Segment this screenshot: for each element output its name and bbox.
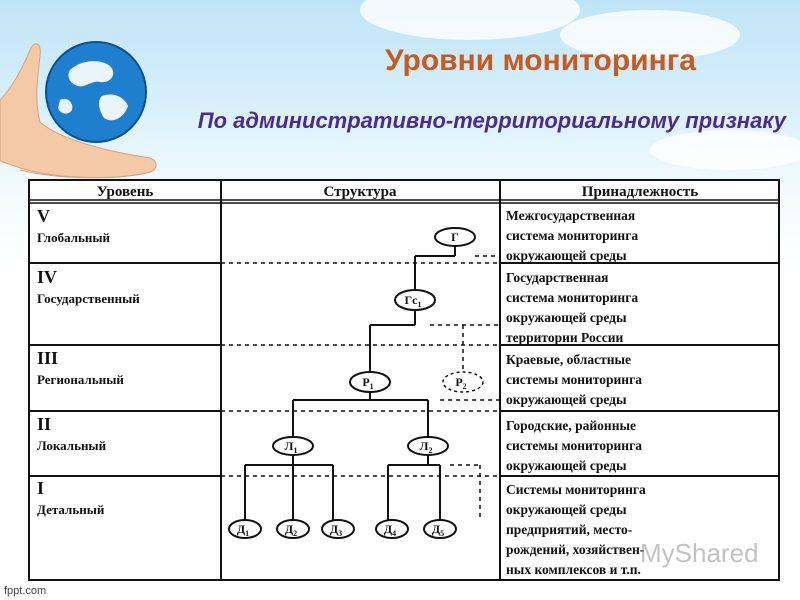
structure-node-dashed: Р2 [442,371,484,393]
level-roman: V [37,206,50,226]
structure-node: Д4 [375,519,409,539]
page-subtitle: По административно-территориальному приз… [197,108,786,133]
ownership-line: ных комплексов и т.п. [506,562,641,577]
level-roman: III [37,348,58,368]
watermark: MyShared [640,538,759,568]
structure-node: Д3 [321,519,355,539]
structure-node: Д2 [276,519,310,539]
dashed-connectors [430,255,500,520]
level-name: Государственный [37,291,140,306]
svg-text:Р2: Р2 [455,375,466,391]
structure-node: Гс1 [394,289,436,311]
footer-source: fppt.com [4,585,47,597]
ownership-line: системы мониторинга [506,372,642,387]
level-name: Глобальный [37,230,111,245]
ownership-line: окружающей среды [506,248,627,263]
structure-node: Г [434,227,476,247]
ownership-line: окружающей среды [506,392,627,407]
ownership-line: Системы мониторинга [506,482,646,497]
ownership-line: Городские, районные [506,418,636,433]
level-roman: II [37,414,51,434]
ownership-line: предприятий, место- [506,522,632,537]
level-roman: IV [37,267,57,287]
svg-text:Гс1: Гс1 [405,293,422,309]
globe-icon [46,42,146,142]
svg-text:Л2: Л2 [420,439,433,455]
structure-node: Д1 [228,519,262,539]
svg-text:Д3: Д3 [330,522,342,538]
ownership-line: системы мониторинга [506,438,642,453]
hand-icon [0,43,157,179]
ownership-line: Краевые, областные [506,352,631,367]
hierarchy-connectors [244,246,456,520]
structure-node: Л1 [272,436,314,456]
header-ownership: Принадлежность [582,184,699,200]
svg-text:Д4: Д4 [384,522,396,538]
cloud-decoration [560,10,740,60]
svg-text:Д5: Д5 [432,522,444,538]
level-name: Локальный [37,438,107,453]
table-border [28,179,780,581]
structure-node: Д5 [423,519,457,539]
svg-text:Д2: Д2 [285,522,297,538]
ownership-line: окружающей среды [506,458,627,473]
header-structure: Структура [324,184,397,200]
level-name: Детальный [37,502,105,517]
svg-text:Д1: Д1 [237,522,249,538]
ownership-line: Межгосударственная [506,208,635,223]
ownership-line: окружающей среды [506,310,627,325]
svg-text:Р1: Р1 [362,375,373,391]
structure-node: Л2 [407,436,449,456]
cloud-decoration [650,130,800,170]
page-title: Уровни мониторинга [385,44,696,77]
ownership-line: территории России [506,330,623,345]
ownership-line: Государственная [506,270,608,285]
header-level: Уровень [97,184,154,200]
ownership-line: система мониторинга [506,228,638,243]
structure-node: Р1 [349,371,391,393]
hand-globe-illustration [0,41,157,179]
level-roman: I [37,478,44,498]
svg-text:Л1: Л1 [285,439,298,455]
ownership-line: окружающей среды [506,502,627,517]
svg-text:Г: Г [451,230,459,244]
ownership-line: система мониторинга [506,290,638,305]
level-name: Региональный [37,372,124,387]
ownership-line: рождений, хозяйствен- [506,542,644,557]
